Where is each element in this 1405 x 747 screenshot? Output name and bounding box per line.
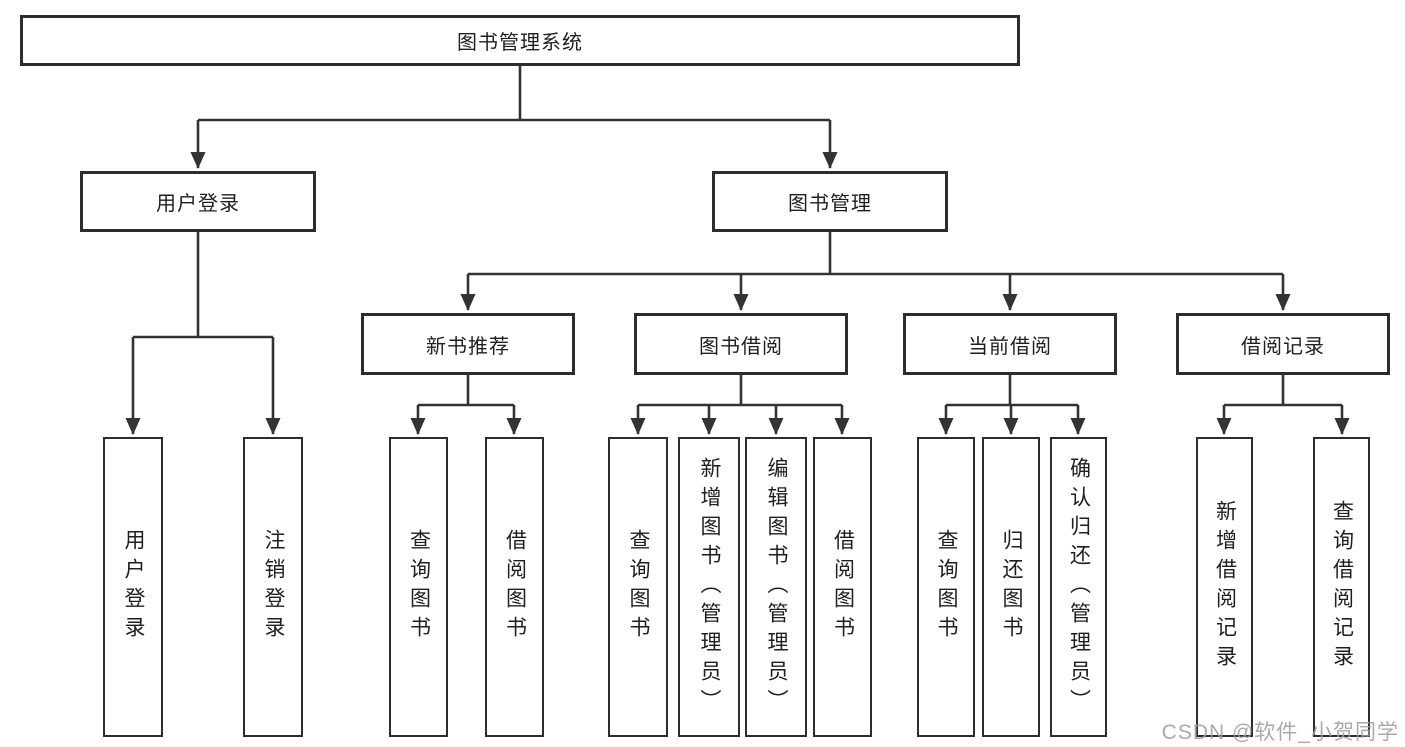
leaf-user-login: 用户登录 (103, 437, 163, 737)
leaf-query-borrow-record: 查询借阅记录 (1313, 437, 1370, 737)
node-book-management: 图书管理 (712, 171, 948, 232)
leaf-return-book: 归还图书 (982, 437, 1040, 737)
node-root: 图书管理系统 (20, 15, 1020, 66)
leaf-query-book-3: 查询图书 (917, 437, 975, 737)
node-current-borrow: 当前借阅 (903, 313, 1117, 375)
leaf-logout: 注销登录 (243, 437, 303, 737)
leaf-confirm-return-admin: 确认归还（管理员） (1050, 437, 1107, 737)
watermark: CSDN @软件_小贺同学 (1161, 721, 1399, 744)
node-user-login: 用户登录 (80, 171, 316, 232)
leaf-add-borrow-record: 新增借阅记录 (1196, 437, 1253, 737)
leaf-query-book-1: 查询图书 (389, 437, 448, 737)
node-book-borrow: 图书借阅 (634, 313, 848, 375)
leaf-edit-book-admin: 编辑图书（管理员） (745, 437, 807, 737)
leaf-add-book-admin: 新增图书（管理员） (678, 437, 740, 737)
node-new-book-recommend: 新书推荐 (361, 313, 575, 375)
leaf-borrow-book-1: 借阅图书 (485, 437, 544, 737)
leaf-borrow-book-2: 借阅图书 (813, 437, 872, 737)
node-borrow-record: 借阅记录 (1176, 313, 1390, 375)
leaf-query-book-2: 查询图书 (608, 437, 668, 737)
